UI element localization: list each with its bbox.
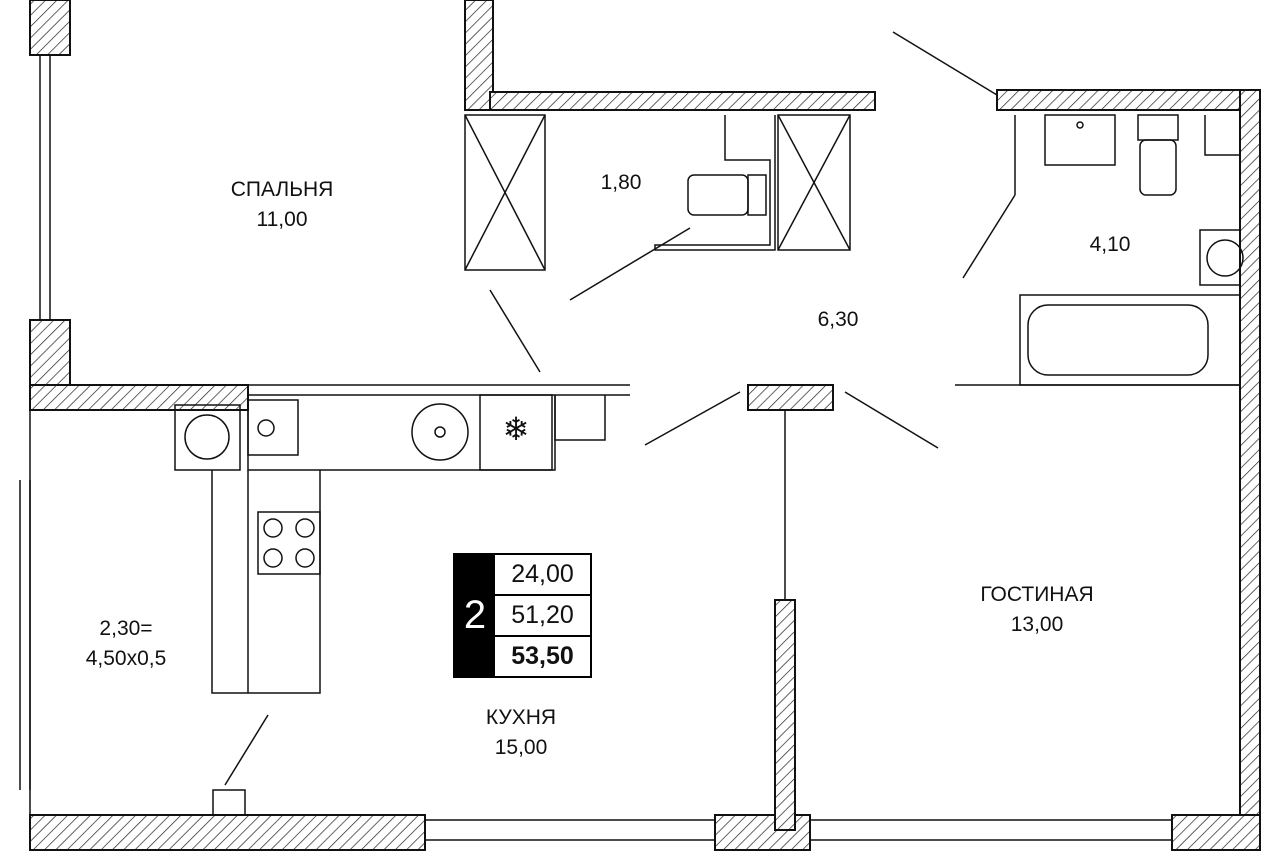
living-area: 24,00 <box>495 555 590 596</box>
room-area: 15,00 <box>494 736 548 759</box>
room-area: 11,00 <box>256 208 308 231</box>
room-name: СПАЛЬНЯ <box>230 178 334 201</box>
room-kitchen: КУХНЯ 15,00 <box>486 703 556 763</box>
room-count: 2 <box>455 555 495 676</box>
area-without-balcony: 51,20 <box>495 596 590 637</box>
room-name: ГОСТИНАЯ <box>980 583 1094 606</box>
room-living: ГОСТИНАЯ 13,00 <box>980 580 1093 640</box>
room-wc: 1,80 <box>601 168 642 198</box>
wall <box>489 91 876 111</box>
wall <box>1239 89 1261 831</box>
wall <box>747 384 834 411</box>
area-summary-box: 2 24,00 51,20 53,50 <box>453 553 592 678</box>
wall <box>774 599 796 831</box>
wall <box>29 814 426 851</box>
wall <box>29 0 71 56</box>
wall <box>1171 814 1261 851</box>
room-area: 1,80 <box>600 171 642 194</box>
balcony-dimensions: 4,50х0,5 <box>85 647 167 670</box>
room-bathroom: 4,10 <box>1090 230 1131 260</box>
room-area: 4,10 <box>1089 233 1131 256</box>
svg-text:❄: ❄ <box>503 411 530 447</box>
room-hall: 6,30 <box>818 305 859 335</box>
wall <box>996 89 1261 111</box>
room-name: КУХНЯ <box>485 706 557 729</box>
room-balcony: 2,30= 4,50х0,5 <box>86 614 167 674</box>
room-bedroom: СПАЛЬНЯ 11,00 <box>231 175 334 235</box>
wall <box>29 384 249 411</box>
room-area: 13,00 <box>1010 613 1064 636</box>
total-area: 53,50 <box>511 642 574 670</box>
balcony-area: 2,30= <box>99 617 153 640</box>
wall <box>464 0 494 111</box>
room-area: 6,30 <box>817 308 859 331</box>
